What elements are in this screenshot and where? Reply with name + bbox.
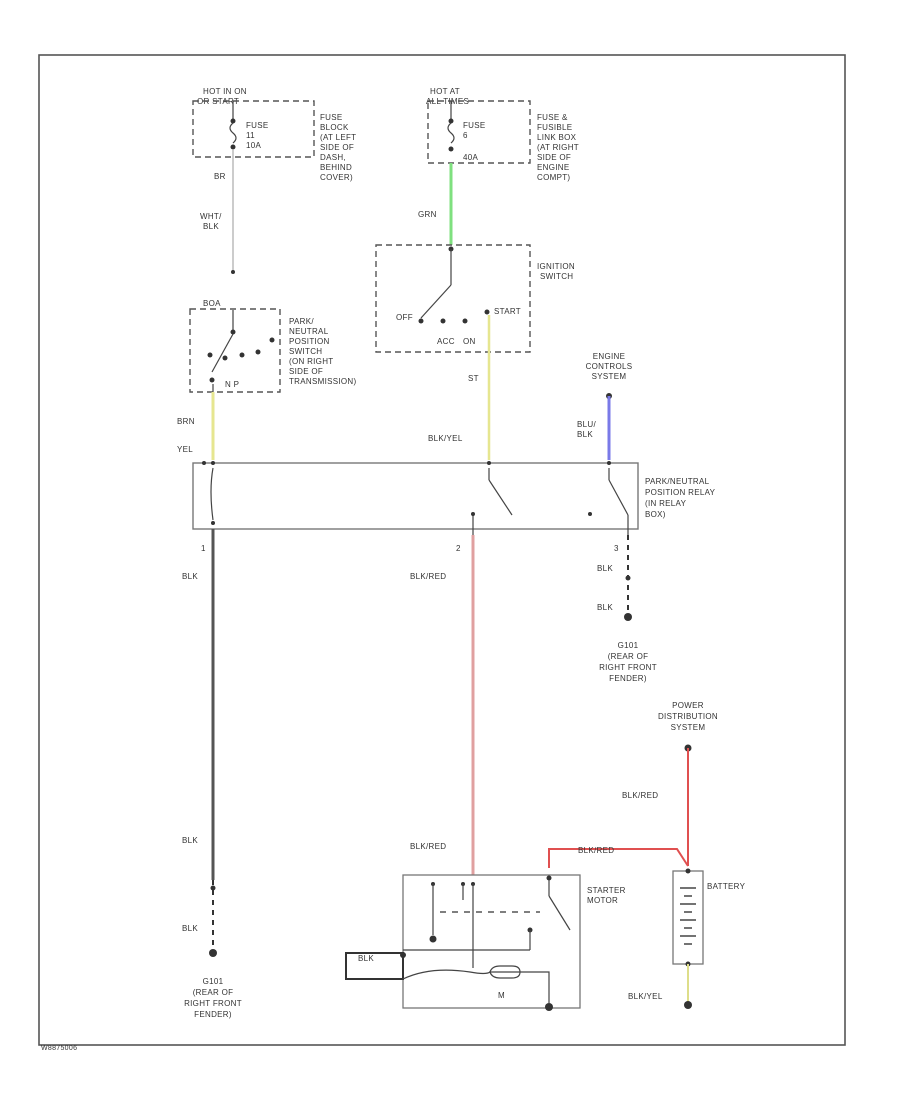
pn-line-5: SIDE OF: [289, 367, 323, 376]
pds-line-2: SYSTEM: [671, 723, 706, 732]
fuse-block-loc-6: COVER): [320, 173, 353, 182]
ign-pos-start: START: [494, 307, 521, 316]
relay-pin-2: 2: [456, 544, 461, 553]
wire-label-br: BR: [214, 172, 226, 181]
wire-label-starter-in: BLK/RED: [410, 842, 446, 851]
ground-left-3: FENDER): [194, 1010, 232, 1019]
wire-label-pin2: BLK/RED: [410, 572, 446, 581]
fuse-block-loc-3: SIDE OF: [320, 143, 354, 152]
pn-line-1: NEUTRAL: [289, 327, 329, 336]
pds-line-0: POWER: [672, 701, 704, 710]
fuse-6-num: 6: [463, 131, 468, 140]
ecs-line-1: CONTROLS: [586, 362, 633, 371]
ign-title-2: SWITCH: [540, 272, 573, 281]
fuse-11-label: FUSE: [246, 121, 269, 130]
relay-line-3: BOX): [645, 510, 666, 519]
ecs-line-2: SYSTEM: [592, 372, 627, 381]
diagram-frame: [38, 54, 846, 1046]
wire-label-lg2: BLK: [182, 924, 198, 933]
pn-line-4: (ON RIGHT: [289, 357, 333, 366]
ground-left: G101 (REAR OF RIGHT FRONT FENDER): [184, 977, 242, 1019]
pn-line-2: POSITION: [289, 337, 330, 346]
pn-line-0: PARK/: [289, 317, 314, 326]
wire-label-brn: BRN: [177, 417, 195, 426]
fuse-link-hot-1: HOT AT: [430, 87, 460, 96]
ground-right-1: (REAR OF: [608, 652, 649, 661]
ground-left-2: RIGHT FRONT: [184, 999, 242, 1008]
diagram-code: W8875006: [41, 1045, 77, 1052]
wire-label-yel: YEL: [177, 445, 193, 454]
relay-pin-3: 3: [614, 544, 619, 553]
starter-term-b: BLK: [358, 954, 374, 963]
pn-line-6: TRANSMISSION): [289, 377, 356, 386]
pn-relay: PARK/NEUTRAL POSITION RELAY (IN RELAY BO…: [192, 461, 716, 553]
ignition-switch: OFF START ACC ON IGNITION SWITCH: [375, 244, 575, 353]
fuse-link-hot-2: ALL TIMES: [426, 97, 469, 106]
power-distribution: POWER DISTRIBUTION SYSTEM: [658, 701, 718, 752]
battery-title: BATTERY: [707, 882, 746, 891]
fuse-block-loc-4: DASH,: [320, 153, 346, 162]
wire-label-batt-starter: BLK/RED: [578, 846, 614, 855]
ecs-line-0: ENGINE: [593, 352, 625, 361]
fuse-link-loc-1: FUSIBLE: [537, 123, 572, 132]
fuse-block-loc-2: (AT LEFT: [320, 133, 356, 142]
fuse-link-loc-4: SIDE OF: [537, 153, 571, 162]
wire-label-wht: WHT/: [200, 212, 222, 221]
ground-right-0: G101: [618, 641, 639, 650]
starter-title-1: STARTER: [587, 886, 626, 895]
ign-pos-acc: ACC: [437, 337, 455, 346]
wire-label-pin1: BLK: [182, 572, 198, 581]
wire-label-batt-bottom: BLK/YEL: [628, 992, 663, 1001]
fuse-6-label: FUSE: [463, 121, 486, 130]
wire-label-blkyel: BLK/YEL: [428, 434, 463, 443]
ground-left-0: G101: [203, 977, 224, 986]
engine-controls: ENGINE CONTROLS SYSTEM: [586, 352, 633, 399]
fuse-link-box: HOT AT ALL TIMES FUSE 6 40A FUSE & FUSIB…: [426, 87, 579, 182]
battery: BATTERY: [672, 868, 746, 967]
pn-line-3: SWITCH: [289, 347, 322, 356]
ign-pos-off: OFF: [396, 313, 413, 322]
fuse-6-amp: 40A: [463, 153, 478, 162]
ground-right: G101 (REAR OF RIGHT FRONT FENDER): [599, 641, 657, 683]
wire-label-grn: GRN: [418, 210, 437, 219]
wire-label-pds: BLK/RED: [622, 791, 658, 800]
relay-line-1: POSITION RELAY: [645, 488, 716, 497]
fuse-block-loc-0: FUSE: [320, 113, 343, 122]
wire-label-lg1: BLK: [182, 836, 198, 845]
fuse-link-loc-0: FUSE &: [537, 113, 568, 122]
fuse-11-num: 11: [246, 131, 255, 140]
fuse-block-hot-1: HOT IN ON: [203, 87, 247, 96]
relay-pin-1: 1: [201, 544, 206, 553]
fuse-block: HOT IN ON OR START FUSE 11 10A FUSE BLOC…: [192, 87, 356, 182]
wire-label-st: ST: [468, 374, 479, 383]
pn-term: BOA: [203, 299, 221, 308]
wire-label-blu: BLU/: [577, 420, 596, 429]
fuse-11-amp: 10A: [246, 141, 261, 150]
relay-line-2: (IN RELAY: [645, 499, 687, 508]
fuse-block-loc-5: BEHIND: [320, 163, 352, 172]
pds-line-1: DISTRIBUTION: [658, 712, 718, 721]
pn-switch: BOA N P PARK/ NEUTRAL POSITION SWITCH (O…: [189, 299, 356, 393]
relay-line-0: PARK/NEUTRAL: [645, 477, 710, 486]
starter-title-2: MOTOR: [587, 896, 618, 905]
wire-label-blk2: BLK: [577, 430, 593, 439]
pn-pos-labels: N P: [225, 380, 239, 389]
fuse-link-loc-6: COMPT): [537, 173, 570, 182]
fuse-block-loc-1: BLOCK: [320, 123, 349, 132]
wire-label-blk: BLK: [203, 222, 219, 231]
fuse-link-loc-3: (AT RIGHT: [537, 143, 579, 152]
wire-label-pin3: BLK: [597, 564, 613, 573]
wire-label-pin3-gnd: BLK: [597, 603, 613, 612]
ign-title-1: IGNITION: [537, 262, 575, 271]
starter-motor: BLK M STARTER MOTOR: [345, 874, 626, 1011]
ground-right-3: FENDER): [609, 674, 647, 683]
wire-battery-starter: [548, 848, 689, 868]
ground-left-1: (REAR OF: [193, 988, 234, 997]
fuse-link-loc-2: LINK BOX: [537, 133, 577, 142]
fuse-link-loc-5: ENGINE: [537, 163, 569, 172]
starter-term-m: M: [498, 991, 505, 1000]
ign-pos-on: ON: [463, 337, 476, 346]
ground-right-2: RIGHT FRONT: [599, 663, 657, 672]
